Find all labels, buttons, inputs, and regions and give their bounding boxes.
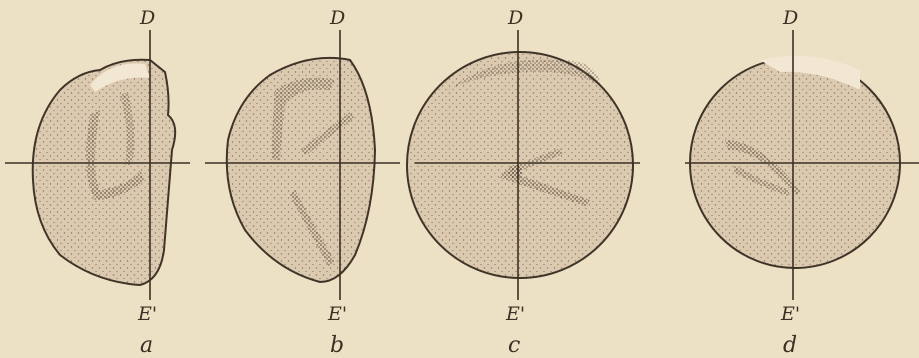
letter-a: a	[140, 333, 153, 358]
label-D-c: D	[507, 7, 523, 29]
label-E-a: E'	[137, 303, 157, 325]
streak-d-2	[733, 165, 790, 196]
shading-b	[272, 77, 335, 160]
panel-d: D E' d	[685, 7, 919, 358]
label-D-b: D	[329, 7, 345, 29]
node-c	[508, 165, 522, 179]
label-E-b: E'	[327, 303, 347, 325]
label-E-c: E'	[505, 303, 525, 325]
embryo-outline-a	[31, 58, 177, 287]
letter-d: d	[783, 333, 797, 358]
shading-a	[86, 110, 145, 200]
shading-a-2	[120, 92, 135, 165]
label-D-a: D	[139, 7, 155, 29]
label-E-d: E'	[780, 303, 800, 325]
streak-c-1	[500, 170, 590, 206]
cap-c	[448, 59, 600, 90]
embryo-outline-b	[225, 56, 377, 284]
letter-b: b	[330, 333, 344, 358]
panel-a: D E' a	[5, 7, 190, 358]
panel-b: D E' b	[205, 7, 400, 358]
label-D-d: D	[782, 7, 798, 29]
letter-c: c	[508, 333, 520, 358]
cap-a	[90, 63, 150, 92]
panel-c: D E' c	[406, 7, 640, 358]
cap-d	[760, 55, 860, 90]
streak-c-2	[510, 148, 563, 174]
streak-b-2	[289, 190, 335, 266]
